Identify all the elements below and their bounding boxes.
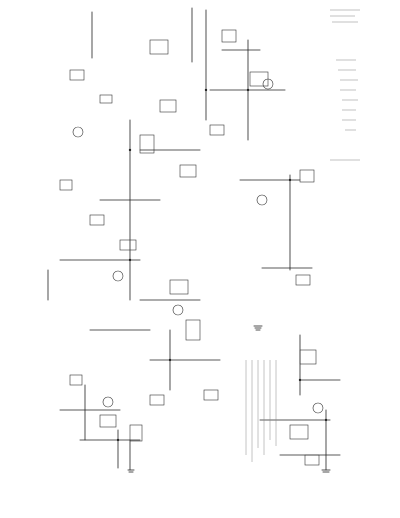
component-block — [221, 29, 237, 43]
transistor-symbol — [262, 78, 274, 90]
component-block — [249, 71, 269, 87]
component-block — [139, 134, 155, 154]
component-block — [289, 424, 309, 440]
component-block — [185, 319, 201, 341]
component-block — [99, 94, 113, 104]
transistor-symbol — [72, 126, 84, 138]
component-block — [119, 239, 137, 251]
transistor-symbol — [112, 270, 124, 282]
component-block — [59, 179, 73, 191]
component-block — [295, 274, 311, 286]
component-block — [179, 164, 197, 178]
component-block — [299, 349, 317, 365]
transistor-symbol — [256, 194, 268, 206]
component-block — [149, 394, 165, 406]
transistor-symbol — [102, 396, 114, 408]
component-block — [69, 69, 85, 81]
component-block — [209, 124, 225, 136]
component-block — [89, 214, 105, 226]
component-block — [129, 424, 143, 442]
component-block — [69, 374, 83, 386]
component-block — [299, 169, 315, 183]
transistor-symbol — [312, 402, 324, 414]
component-block — [169, 279, 189, 295]
component-block — [203, 389, 219, 401]
component-block — [99, 414, 117, 428]
component-block — [159, 99, 177, 113]
component-block — [149, 39, 169, 55]
component-block — [304, 454, 320, 466]
transistor-symbol — [172, 304, 184, 316]
